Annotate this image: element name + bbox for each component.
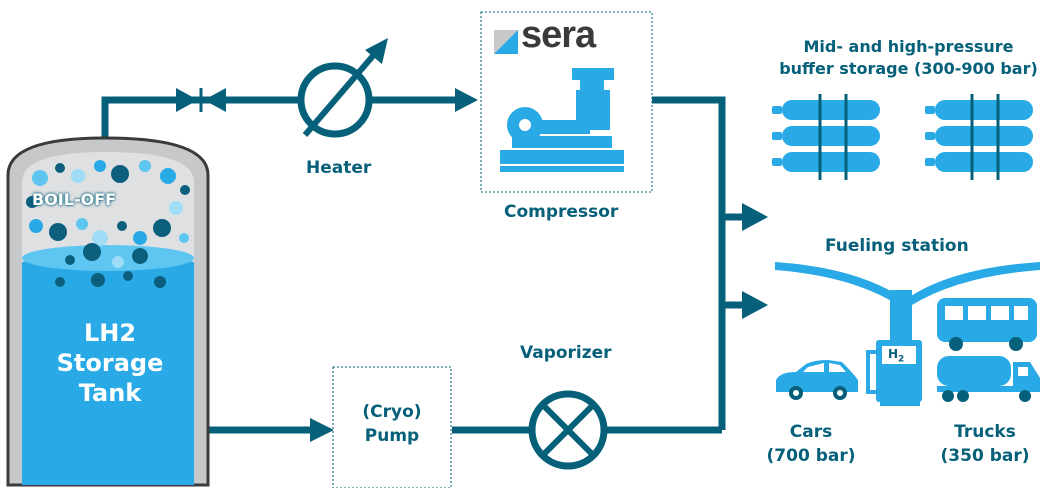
- buffer-title-line2: buffer storage (300-900 bar): [779, 59, 1038, 78]
- station-label: Fueling station: [825, 236, 969, 256]
- fueling-station-icon: [775, 262, 1040, 406]
- heater-symbol: [297, 38, 388, 138]
- arrowheads: [176, 88, 768, 442]
- tank-liquid: [22, 253, 194, 485]
- car-icon: [776, 360, 858, 400]
- heater-label: Heater: [306, 158, 372, 178]
- boiloff-bubbles: [26, 160, 190, 288]
- arrow-into-station: [742, 291, 768, 319]
- liquid-surface: [22, 245, 194, 271]
- tank-label-line3: Tank: [78, 379, 142, 407]
- lh2-storage-tank: [6, 136, 210, 487]
- arrow-into-pump: [310, 418, 334, 442]
- pipe-compressor-out: [652, 96, 726, 430]
- tank-label-line2: Storage: [56, 349, 164, 377]
- h2-badge: H2: [888, 347, 905, 365]
- vaporizer-symbol: [528, 390, 608, 470]
- arrow-valve-left: [204, 88, 226, 112]
- trucks-label: Trucks (350 bar): [930, 420, 1040, 468]
- cars-label-line2: (700 bar): [766, 446, 856, 466]
- buffer-straps: [818, 94, 1000, 180]
- tank-label: LH2 Storage Tank: [30, 318, 190, 408]
- compressor-icon: [500, 68, 624, 172]
- pipes: [101, 96, 748, 434]
- vaporizer-label: Vaporizer: [520, 343, 612, 363]
- buffer-title-line1: Mid- and high-pressure: [803, 37, 1014, 56]
- cars-label-line1: Cars: [789, 422, 833, 442]
- pump-label: (Cryo) Pump: [333, 400, 451, 448]
- sera-logo-icon: [494, 30, 518, 54]
- sera-logo-text: sera: [521, 14, 596, 56]
- pump-label-line1: (Cryo): [362, 402, 422, 422]
- arrow-valve-right: [176, 88, 198, 112]
- cars-label: Cars (700 bar): [756, 420, 866, 468]
- bus-icon: [937, 298, 1037, 351]
- truck-icon: [937, 356, 1040, 402]
- buffer-title: Mid- and high-pressure buffer storage (3…: [766, 36, 1051, 80]
- compressor-unit: [480, 11, 653, 193]
- h2-subscript: 2: [898, 354, 905, 365]
- pipe-tank-to-heater: [101, 96, 300, 150]
- pump-frame: [332, 366, 452, 488]
- boiloff-label: BOIL-OFF: [32, 190, 117, 209]
- pump-label-line2: Pump: [364, 426, 420, 446]
- trucks-label-line2: (350 bar): [940, 446, 1030, 466]
- buffer-storage-icon: [772, 100, 1033, 172]
- tank-label-line1: LH2: [83, 319, 137, 347]
- trucks-label-line1: Trucks: [954, 422, 1016, 442]
- arrow-into-compressor: [455, 88, 478, 112]
- compressor-label: Compressor: [504, 202, 619, 222]
- arrow-into-buffer: [742, 203, 768, 231]
